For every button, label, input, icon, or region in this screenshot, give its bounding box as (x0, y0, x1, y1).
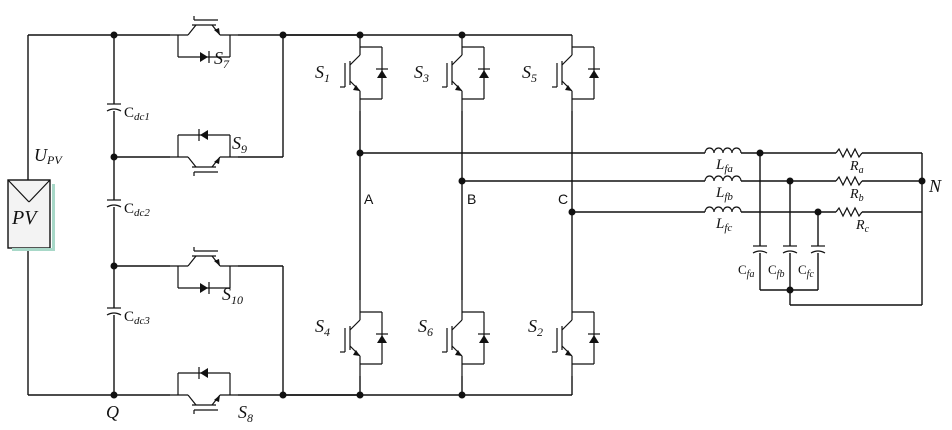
upv-label: UPV (34, 145, 63, 167)
s9-label: S9 (232, 133, 247, 156)
s7-label: S7 (214, 48, 230, 71)
rb-label: Rb (849, 187, 864, 204)
ra-label: Ra (849, 159, 864, 176)
cdc1-label: Cdc1 (124, 105, 150, 123)
cdc3-label: Cdc3 (124, 309, 150, 327)
s3-label: S3 (414, 62, 429, 85)
s8-label: S8 (238, 402, 253, 425)
s4-label: S4 (315, 316, 330, 339)
node-a-label: A (364, 191, 374, 207)
cfa-label: Cfa (738, 262, 754, 280)
lfc-label: Lfc (715, 216, 732, 234)
pv-source: PV (8, 35, 55, 395)
s2-label: S2 (528, 316, 543, 339)
s1-label: S1 (315, 62, 330, 85)
node-b-label: B (467, 191, 476, 207)
node-c-label: C (558, 191, 568, 207)
lfb-label: Lfb (715, 185, 733, 203)
pv-label: PV (11, 207, 39, 229)
q-label: Q (106, 402, 119, 422)
s5-label: S5 (522, 62, 537, 85)
rc-label: Rc (855, 218, 870, 235)
cfc-label: Cfc (798, 262, 814, 280)
lfa-label: Lfa (715, 157, 733, 175)
cfb-label: Cfb (768, 262, 784, 280)
cdc2-label: Cdc2 (124, 201, 150, 219)
s6-label: S6 (418, 316, 433, 339)
s10-label: S10 (222, 284, 243, 307)
n-label: N (928, 176, 942, 196)
